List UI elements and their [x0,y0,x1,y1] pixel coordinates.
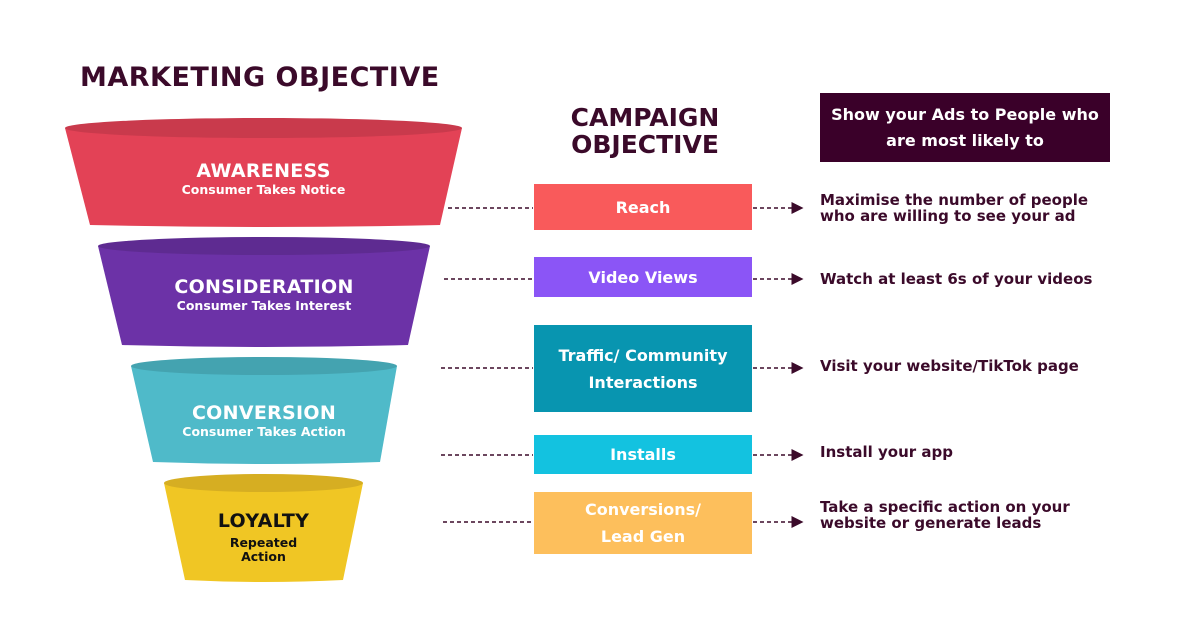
campaign-objective-box: Video Views [534,257,752,297]
funnel-stage-title: CONSIDERATION [174,276,354,298]
funnel-stage-loyalty [164,483,363,582]
funnel-label: LOYALTY Repeated Action [164,510,363,564]
funnel-rim [98,237,430,255]
marketing-objective-title: MARKETING OBJECTIVE [80,62,440,93]
ads-target-header: Show your Ads to People who are most lik… [820,93,1110,162]
campaign-objective-title: CAMPAIGN OBJECTIVE [570,103,720,159]
funnel-stage-subtitle: Consumer Takes Notice [181,182,346,197]
campaign-description: Watch at least 6s of your videos [820,270,1093,288]
campaign-description: Install your app [820,443,953,461]
campaign-description: Maximise the number of people who are wi… [820,191,1089,225]
campaign-objective-box: Traffic/ Community Interactions [534,325,752,412]
funnel-stage-subtitle: Consumer Takes Action [182,424,346,439]
funnel-rim [131,357,397,375]
funnel-rim [65,118,462,138]
funnel-stage-subtitle: Repeated Action [229,535,298,564]
funnel-stage-subtitle: Consumer Takes Interest [176,298,352,313]
funnel-stage-awareness [65,128,462,227]
campaign-description: Visit your website/TikTok page [820,357,1079,375]
funnel-rim [164,474,363,492]
campaign-objective-box: Installs [534,435,752,474]
campaign-objective-box: Conversions/ Lead Gen [534,492,752,554]
funnel-stage-title: AWARENESS [196,160,331,182]
funnel-stage-title: CONVERSION [191,402,337,424]
funnel-stage-consideration [98,246,430,347]
funnel-stage-conversion [131,366,397,464]
campaign-description: Take a specific action on your website o… [820,498,1070,532]
campaign-objective-box: Reach [534,184,752,230]
funnel-stage-title: LOYALTY [217,510,310,532]
